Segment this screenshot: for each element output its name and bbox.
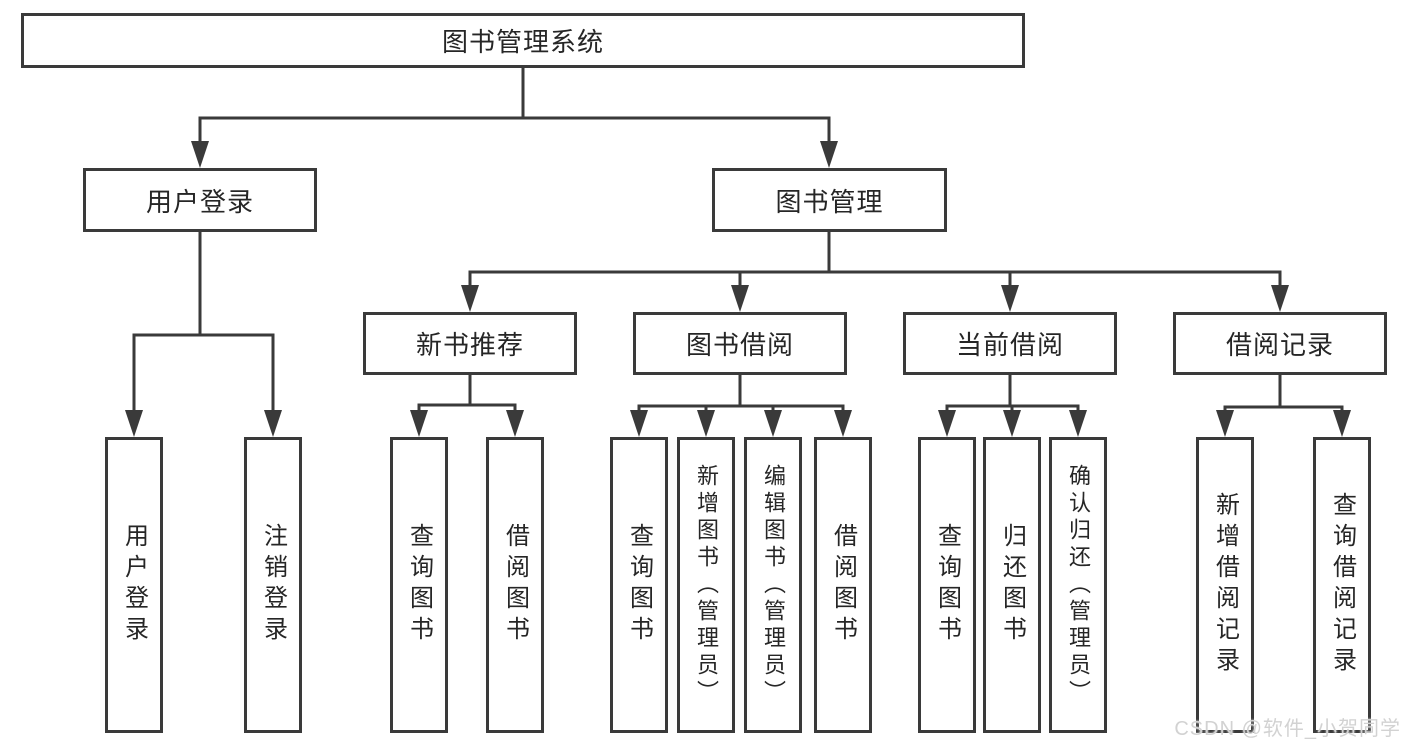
leaf-user-login: 用户登录 xyxy=(105,437,163,733)
leaf-query-books-3: 查询图书 xyxy=(918,437,976,733)
leaf-logout: 注销登录 xyxy=(244,437,302,733)
node-book-management: 图书管理 xyxy=(712,168,947,232)
leaf-query-borrow-record: 查询借阅记录 xyxy=(1313,437,1371,733)
leaf-query-books: 查询图书 xyxy=(390,437,448,733)
leaf-add-borrow-record: 新增借阅记录 xyxy=(1196,437,1254,733)
node-library-management-system: 图书管理系统 xyxy=(21,13,1025,68)
node-current-borrowing: 当前借阅 xyxy=(903,312,1117,375)
leaf-return-books: 归还图书 xyxy=(983,437,1041,733)
leaf-borrow-books: 借阅图书 xyxy=(486,437,544,733)
node-book-borrowing: 图书借阅 xyxy=(633,312,847,375)
leaf-query-books-2: 查询图书 xyxy=(610,437,668,733)
node-borrowing-records: 借阅记录 xyxy=(1173,312,1387,375)
leaf-edit-books-admin: 编辑图书（管理员） xyxy=(744,437,802,733)
leaf-borrow-books-2: 借阅图书 xyxy=(814,437,872,733)
leaf-add-books-admin: 新增图书（管理员） xyxy=(677,437,735,733)
node-user-login: 用户登录 xyxy=(83,168,317,232)
node-new-book-recommendation: 新书推荐 xyxy=(363,312,577,375)
watermark: CSDN @软件_小贺同学 xyxy=(1174,718,1401,740)
leaf-confirm-return-admin: 确认归还（管理员） xyxy=(1049,437,1107,733)
